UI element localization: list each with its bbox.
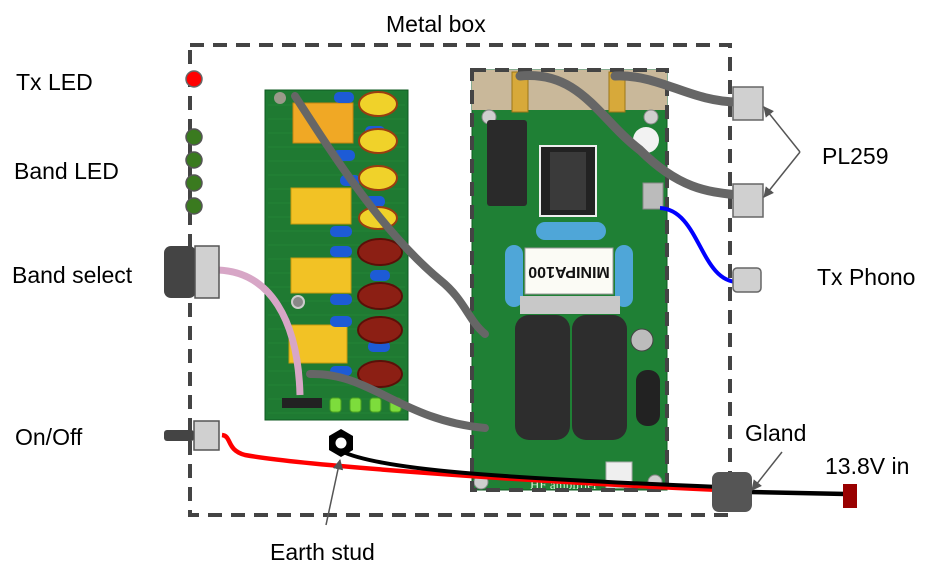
band-select-switch — [164, 245, 220, 299]
coax-amp-out-to-pl259 — [515, 71, 743, 200]
band-led — [185, 128, 203, 146]
cable-gland — [712, 472, 752, 512]
earth-stud-label: Earth stud — [270, 539, 375, 565]
relay — [290, 187, 352, 225]
amplifier-board: MINIPA100 HF amplifier — [470, 68, 669, 492]
on-off-switch — [164, 420, 220, 451]
power-plug — [843, 484, 857, 508]
pl259-arrow-top — [763, 106, 801, 153]
ferrite-bead — [636, 370, 660, 426]
ferrite-core — [515, 315, 570, 440]
toroid-red — [357, 282, 403, 310]
toroid-yellow — [358, 128, 398, 154]
band-led — [185, 174, 203, 192]
minipa100-label — [524, 247, 614, 295]
on-off-label: On/Off — [15, 424, 83, 450]
minipa100-text: MINIPA100 — [528, 263, 610, 280]
band-led — [185, 197, 203, 215]
relay-black — [487, 120, 527, 206]
tx-led — [185, 70, 203, 88]
coax-amp-in-to-pl259 — [610, 71, 743, 107]
toroid-yellow — [358, 91, 398, 117]
coax-lpf-to-amp-bottom — [306, 369, 489, 432]
resistor — [615, 245, 633, 307]
band-led-label: Band LED — [14, 158, 119, 184]
capacitor — [370, 270, 390, 281]
board-band-led — [329, 397, 342, 413]
toroid-yellow — [358, 165, 398, 191]
pl259-connector-top — [732, 86, 764, 121]
band-select-cable — [217, 266, 304, 396]
capacitor — [330, 316, 352, 327]
electrolytic-capacitor — [630, 328, 654, 352]
tx-phono-wire — [659, 206, 739, 284]
capacitor — [330, 294, 352, 305]
gland-arrow — [751, 451, 783, 491]
capacitor — [330, 246, 352, 257]
gland-label: Gland — [745, 420, 807, 446]
capacitor — [334, 92, 354, 103]
pl259-connector-bottom — [732, 183, 764, 218]
power-input-wire — [749, 489, 847, 497]
coax-lpf-to-amp-top — [291, 92, 489, 338]
tx-phono-connector — [732, 267, 762, 293]
toroid-red — [357, 360, 403, 388]
pl259-arrow-bottom — [763, 151, 801, 198]
relay — [290, 257, 352, 294]
earth-stud — [329, 429, 353, 457]
tx-led-label: Tx LED — [16, 69, 93, 95]
capacitor — [330, 226, 352, 237]
metal-box-title: Metal box — [386, 11, 486, 37]
board-band-led — [349, 397, 362, 413]
power-ground-wire — [340, 449, 721, 489]
band-select-label: Band select — [12, 262, 133, 288]
band-led — [185, 151, 203, 169]
resistor — [505, 245, 523, 307]
pin-header — [282, 398, 322, 408]
band-leds — [185, 128, 203, 215]
board-band-led — [369, 397, 382, 413]
pl259-label: PL259 — [822, 143, 889, 169]
power-positive-wire — [221, 432, 721, 493]
earth-stud-arrow — [325, 458, 344, 526]
lpf-board — [264, 89, 409, 421]
screw — [643, 109, 659, 125]
ferrite-core — [572, 315, 627, 440]
tx-phono-label: Tx Phono — [817, 264, 916, 290]
resistor — [536, 222, 606, 240]
toroid-red — [357, 316, 403, 344]
toroid-red — [357, 238, 403, 266]
phono-socket — [642, 182, 664, 210]
power-in-label: 13.8V in — [825, 453, 910, 479]
